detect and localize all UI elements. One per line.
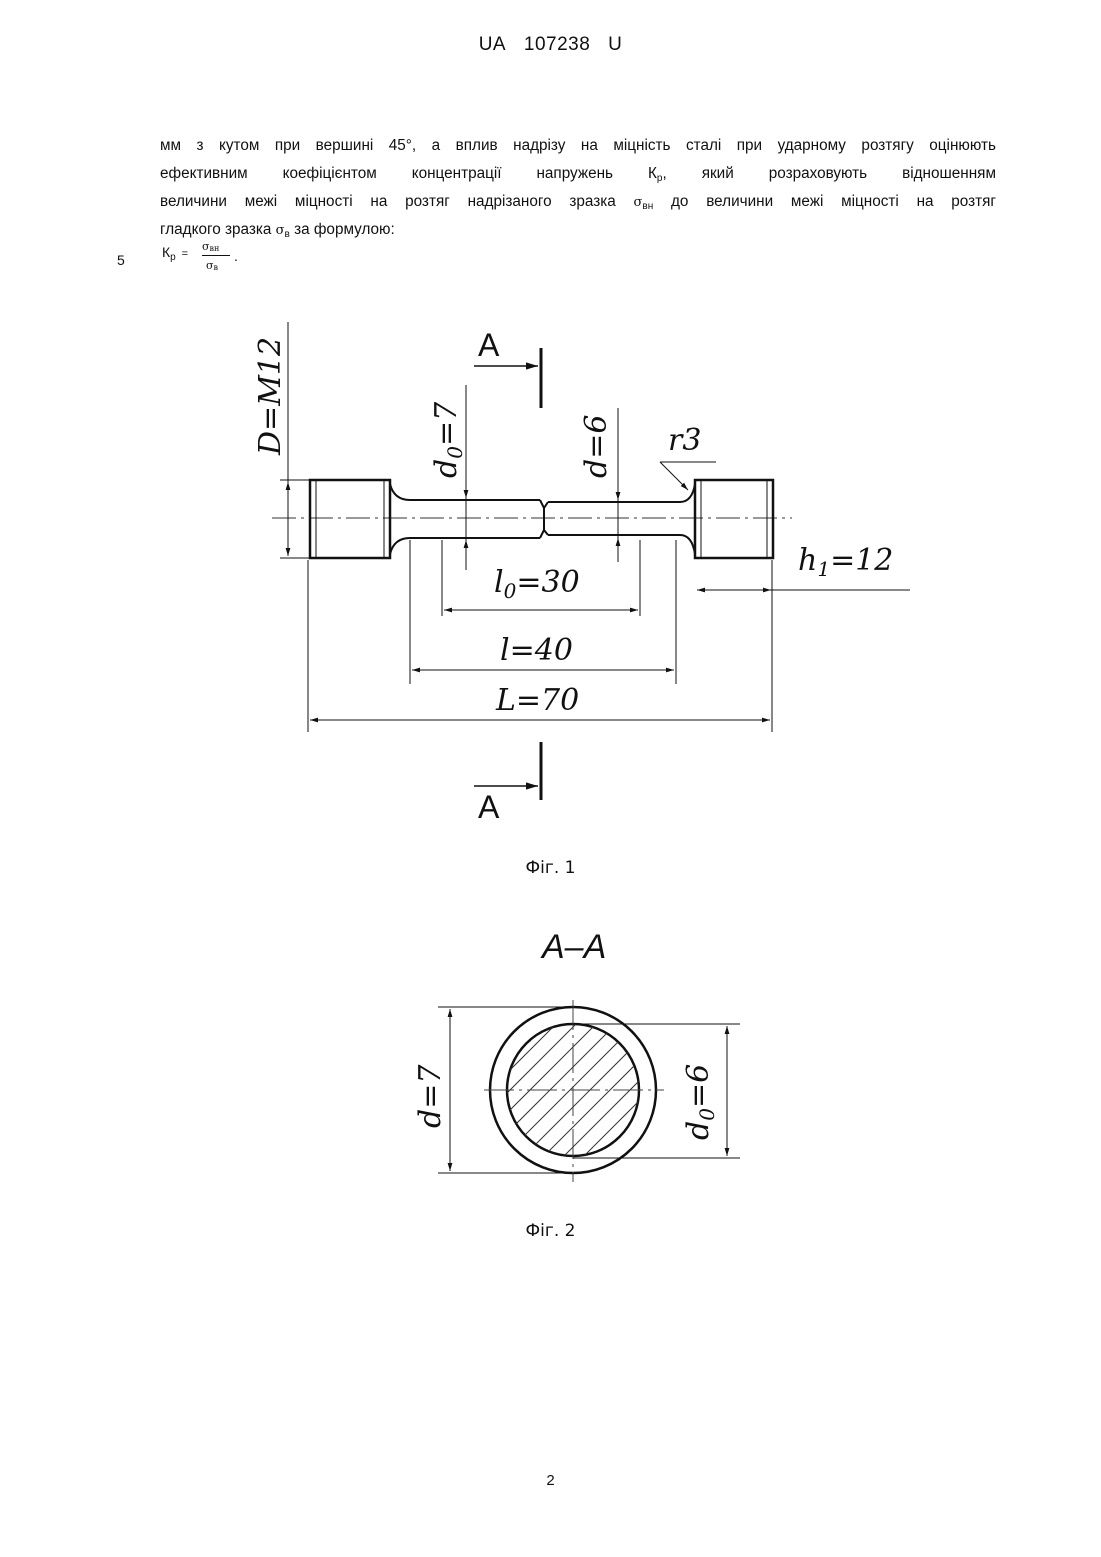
fig2-label-d0: d0=6 — [681, 1064, 719, 1140]
section-mark-top-label: A — [478, 327, 500, 363]
specimen-shank-top — [390, 484, 695, 502]
page-number: 2 — [0, 1472, 1101, 1489]
section-mark-bottom-label: A — [478, 789, 500, 825]
label-r: r3 — [668, 423, 701, 458]
figure-2-title: A–A — [540, 928, 606, 966]
left-head — [310, 480, 390, 558]
label-l0: l0=30 — [494, 565, 580, 603]
label-D: D=M12 — [253, 337, 288, 456]
figure-1-caption: Фіг. 1 — [0, 858, 1101, 878]
label-L: L=70 — [495, 683, 579, 718]
label-d0: d0=7 — [429, 401, 467, 478]
fig2-label-d: d=7 — [413, 1064, 448, 1128]
label-l: l=40 — [500, 633, 573, 668]
specimen-shank-bottom — [390, 535, 695, 554]
right-head — [695, 480, 773, 558]
label-d: d=6 — [579, 415, 614, 478]
notch — [540, 500, 548, 538]
dim-r-leader — [660, 462, 688, 490]
label-h1: h1=12 — [798, 543, 893, 581]
figure-2-caption: Фіг. 2 — [0, 1221, 1101, 1241]
